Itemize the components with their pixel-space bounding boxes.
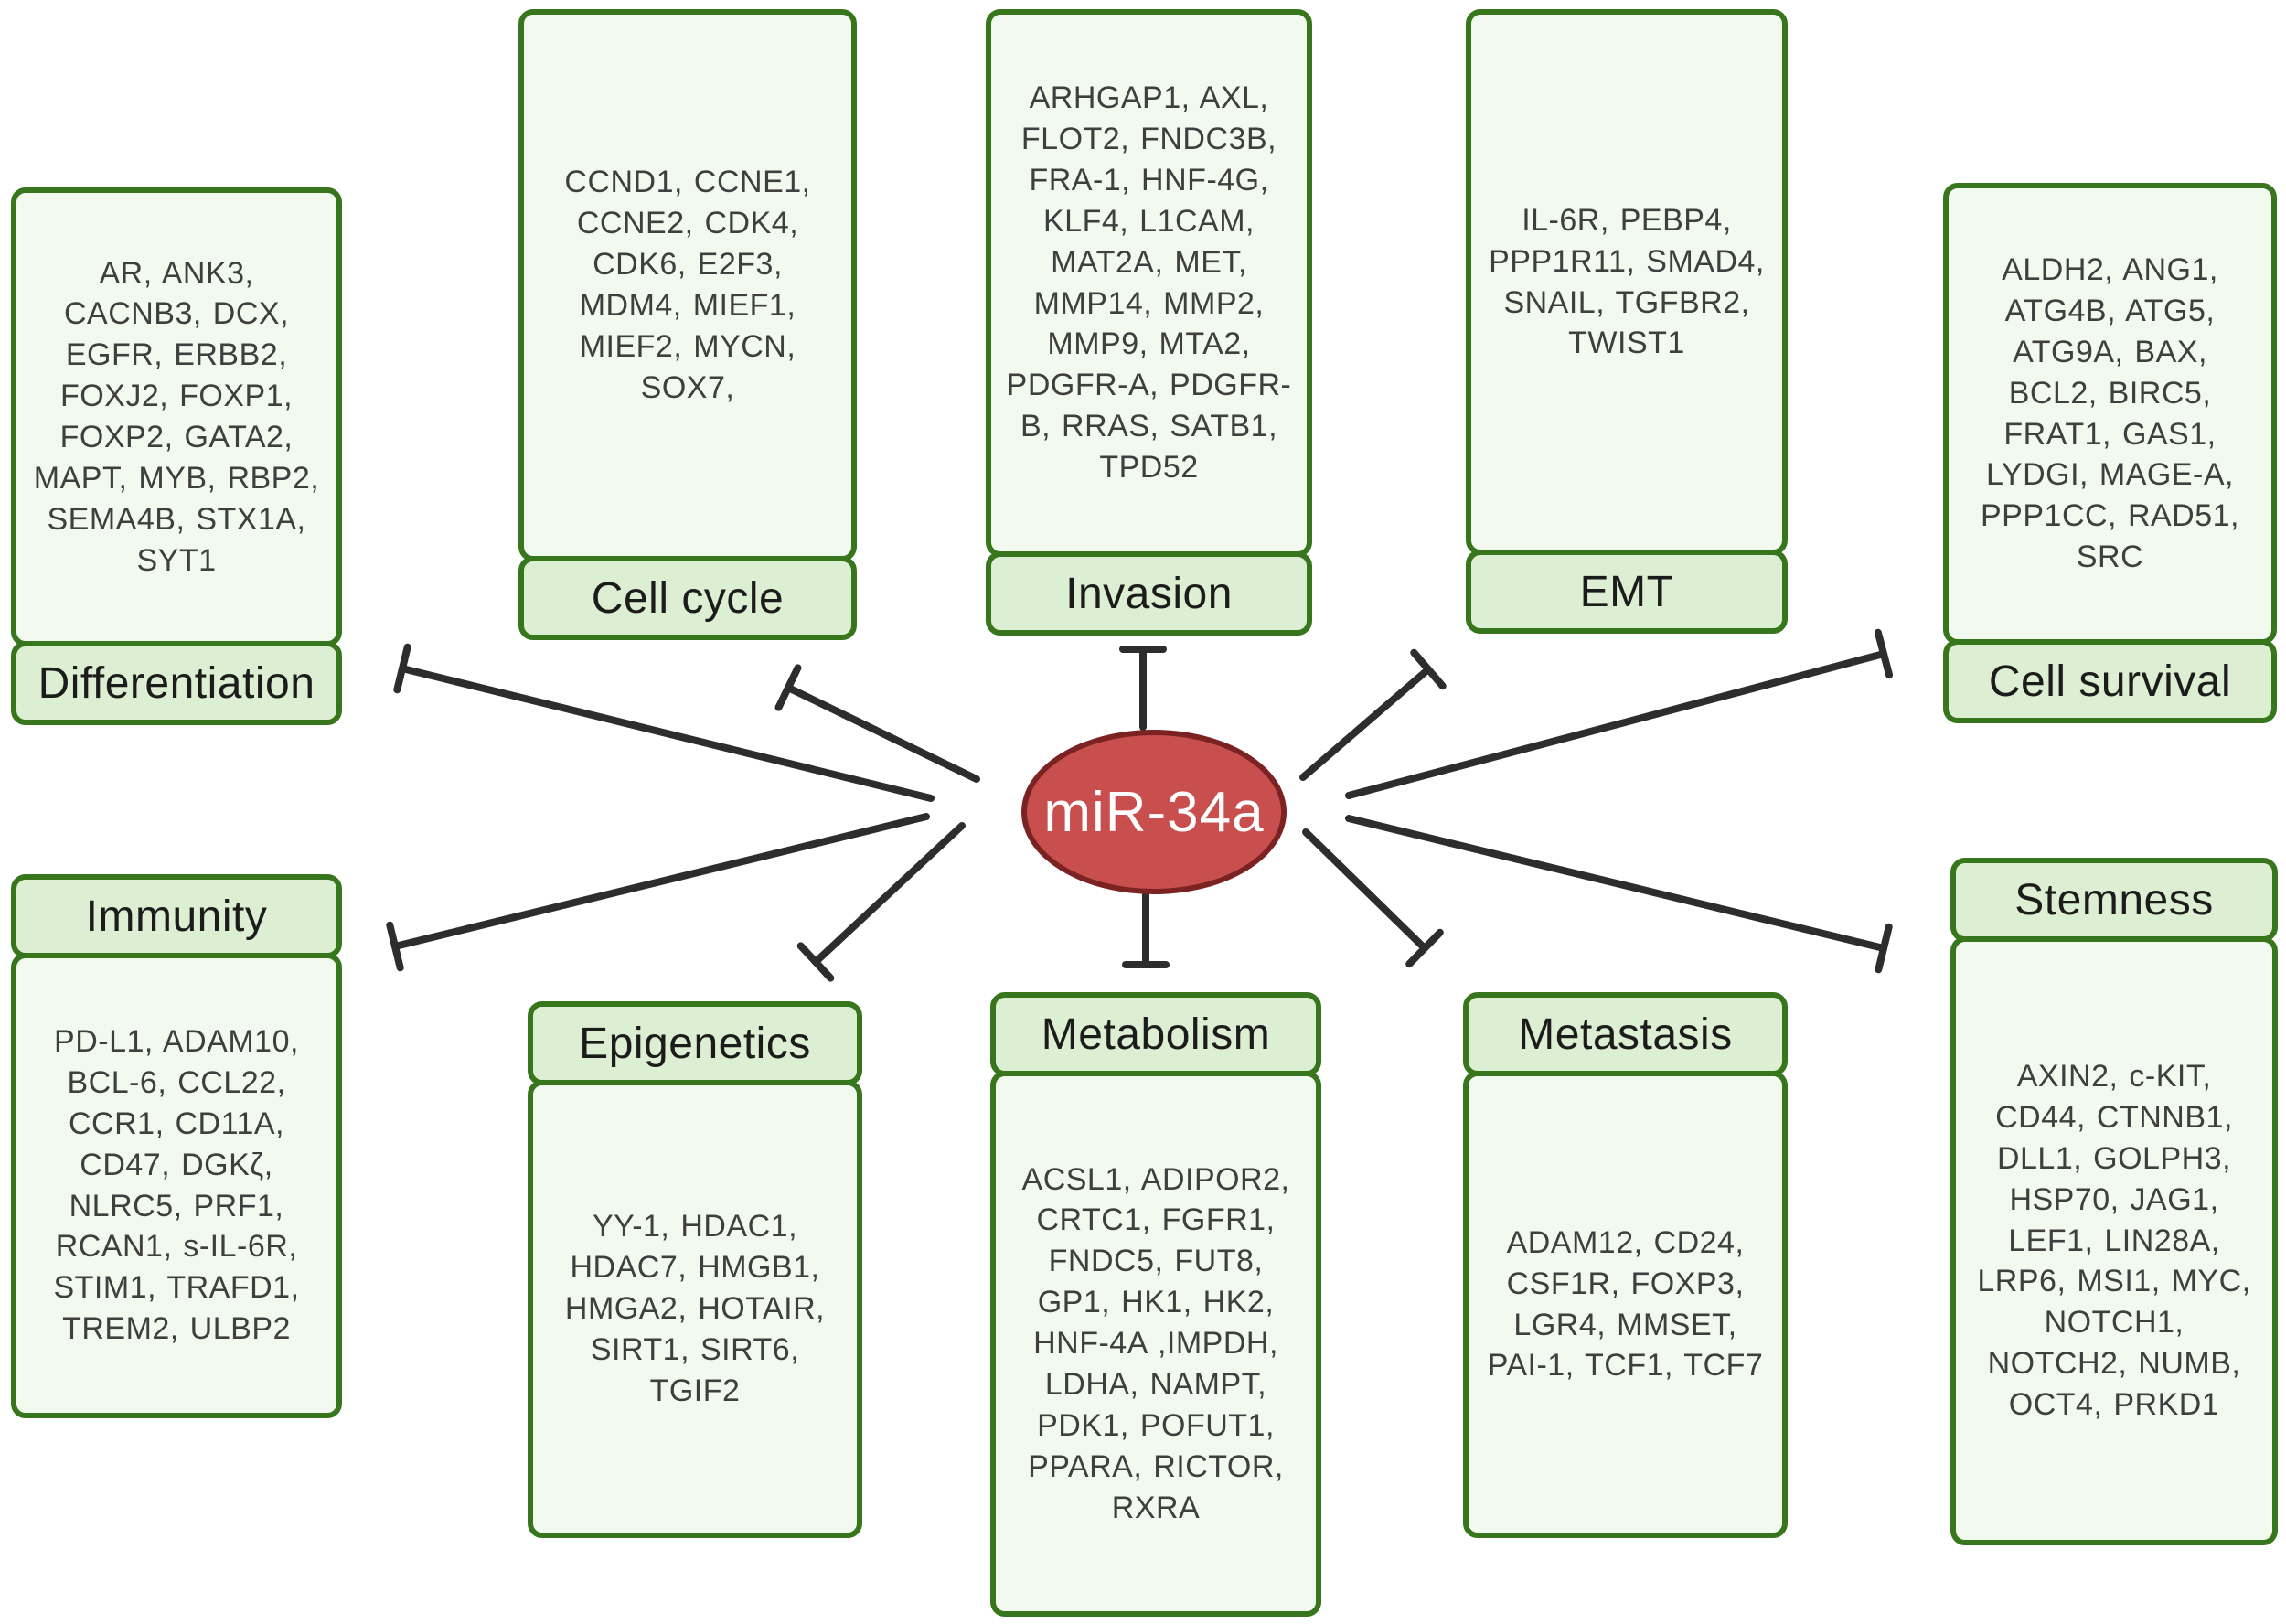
inhibition-line-immunity [386,813,930,972]
gene-list-panel: AXIN2, c-KIT, CD44, CTNNB1, DLL1, GOLPH3… [1950,936,2278,1545]
gene-list-panel: ACSL1, ADIPOR2, CRTC1, FGFR1, FNDC5, FUT… [990,1071,1321,1617]
gene-list: AXIN2, c-KIT, CD44, CTNNB1, DLL1, GOLPH3… [1977,1059,2251,1423]
category-label-strip: Differentiation [11,641,342,725]
category-label-strip: EMT [1466,550,1788,634]
gene-list: ARHGAP1, AXL, FLOT2, FNDC3B, FRA-1, HNF-… [1006,80,1292,485]
category-label-strip: Metabolism [990,992,1321,1076]
gene-list-panel: IL-6R, PEBP4, PPP1R11, SMAD4, SNAIL, TGF… [1466,9,1788,555]
inhibition-line-epigenetics [796,822,966,982]
category-label: Cell survival [1988,657,2232,706]
gene-list-panel: CCND1, CCNE1, CCNE2, CDK4, CDK6, E2F3, M… [518,9,857,561]
inhibition-line-emt [1299,648,1447,781]
inhibition-line-stemness [1345,815,1893,974]
inhibition-line-cell-cycle [774,664,980,783]
gene-list-panel: ARHGAP1, AXL, FLOT2, FNDC3B, FRA-1, HNF-… [986,9,1312,557]
gene-list-panel: AR, ANK3, CACNB3, DCX, EGFR, ERBB2, FOXJ… [11,187,342,646]
category-box-cell-cycle: CCND1, CCNE1, CCNE2, CDK4, CDK6, E2F3, M… [518,9,857,640]
category-label: EMT [1579,567,1674,616]
gene-list: ALDH2, ANG1, ATG4B, ATG5, ATG9A, BAX, BC… [1981,252,2239,575]
inhibition-line-metastasis [1302,828,1444,968]
category-box-differentiation: AR, ANK3, CACNB3, DCX, EGFR, ERBB2, FOXJ… [11,187,342,725]
category-label-strip: Metastasis [1463,992,1788,1076]
inhibition-line-cell-survival [1345,628,1894,799]
category-label: Differentiation [37,658,315,708]
category-label-strip: Cell cycle [518,556,857,640]
gene-list: AR, ANK3, CACNB3, DCX, EGFR, ERBB2, FOXJ… [33,255,320,578]
category-label-strip: Immunity [11,874,342,958]
category-label-strip: Invasion [986,551,1312,636]
category-label: Stemness [2014,875,2214,924]
category-box-epigenetics: Epigenetics YY-1, HDAC1, HDAC7, HMGB1, H… [528,1001,862,1538]
category-box-emt: IL-6R, PEBP4, PPP1R11, SMAD4, SNAIL, TGF… [1466,9,1788,634]
category-label-strip: Cell survival [1943,639,2277,723]
category-box-invasion: ARHGAP1, AXL, FLOT2, FNDC3B, FRA-1, HNF-… [986,9,1312,636]
gene-list: ADAM12, CD24, CSF1R, FOXP3, LGR4, MMSET,… [1487,1224,1764,1384]
category-box-metastasis: Metastasis ADAM12, CD24, CSF1R, FOXP3, L… [1463,992,1788,1538]
category-label-strip: Epigenetics [528,1001,862,1085]
gene-list-panel: YY-1, HDAC1, HDAC7, HMGB1, HMGA2, HOTAIR… [528,1080,862,1538]
category-label-strip: Stemness [1950,858,2278,942]
category-label: Metabolism [1041,1010,1271,1059]
gene-list: YY-1, HDAC1, HDAC7, HMGB1, HMGA2, HOTAIR… [564,1209,826,1408]
gene-list: PD-L1, ADAM10, BCL-6, CCL22, CCR1, CD11A… [53,1024,300,1347]
category-label: Immunity [85,892,268,941]
inhibition-line-metabolism [1122,888,1170,968]
mir34a-node: miR-34a [1021,730,1287,894]
category-label: Metastasis [1518,1010,1733,1059]
gene-list-panel: PD-L1, ADAM10, BCL-6, CCL22, CCR1, CD11A… [11,953,342,1418]
category-box-stemness: Stemness AXIN2, c-KIT, CD44, CTNNB1, DLL… [1950,858,2278,1545]
mir34a-node-label: miR-34a [1043,780,1265,844]
category-label: Cell cycle [591,573,785,623]
category-box-immunity: Immunity PD-L1, ADAM10, BCL-6, CCL22, CC… [11,874,342,1418]
inhibition-line-differentiation [393,643,935,802]
category-box-cell-survival: ALDH2, ANG1, ATG4B, ATG5, ATG9A, BAX, BC… [1943,183,2277,723]
gene-list-panel: ALDH2, ANG1, ATG4B, ATG5, ATG9A, BAX, BC… [1943,183,2277,645]
category-box-metabolism: Metabolism ACSL1, ADIPOR2, CRTC1, FGFR1,… [990,992,1321,1617]
category-label: Epigenetics [579,1019,811,1068]
category-label: Invasion [1065,569,1233,618]
gene-list-panel: ADAM12, CD24, CSF1R, FOXP3, LGR4, MMSET,… [1463,1071,1788,1538]
inhibition-line-invasion [1119,646,1167,731]
gene-list: IL-6R, PEBP4, PPP1R11, SMAD4, SNAIL, TGF… [1489,202,1765,361]
gene-list: ACSL1, ADIPOR2, CRTC1, FGFR1, FNDC5, FUT… [1021,1161,1290,1525]
gene-list: CCND1, CCNE1, CCNE2, CDK4, CDK6, E2F3, M… [564,165,811,405]
